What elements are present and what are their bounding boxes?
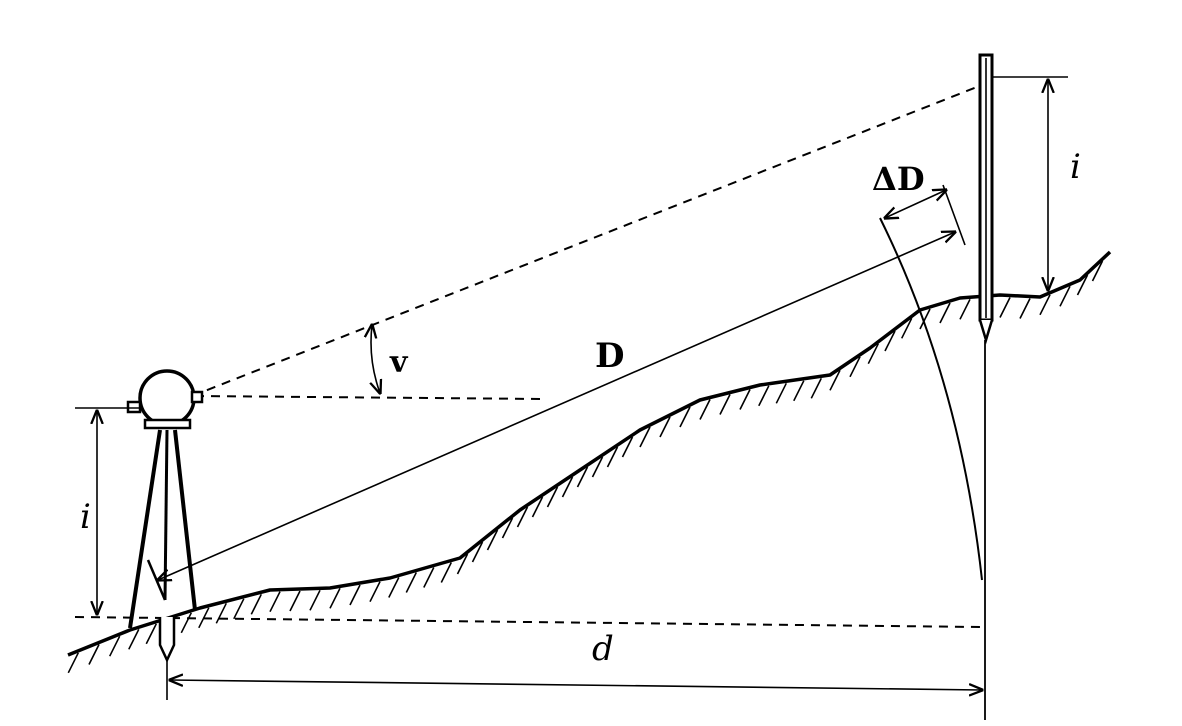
hatch-mark [1059,285,1071,307]
hatch-mark [108,635,121,657]
hatch-mark [1091,260,1104,282]
hatch-mark [775,382,788,404]
hatch-mark [939,302,951,324]
hatch-mark [233,598,245,620]
hatch-mark [269,591,281,613]
swing-arc [879,217,983,581]
horizontal-distance-dimension [170,680,982,690]
target-rod-icon [978,53,994,345]
hatch-mark [793,380,805,402]
hatch-mark [999,297,1011,318]
hatch-mark [349,584,361,606]
delta-d-label: ΔD [872,160,925,198]
hatch-mark [719,394,731,415]
ground-profile [67,250,1112,657]
delta-d-dimension [885,190,946,218]
line-of-sight [191,84,983,397]
hatch-mark [369,581,381,603]
hatch-mark [289,590,301,612]
instrument-height-label: i [80,497,91,537]
hatch-mark [67,652,80,674]
slope-distance-line [158,232,955,580]
station-marker [158,617,176,663]
hatch-mark [250,593,263,615]
hatch-mark [423,567,435,588]
hatch-mark [1076,274,1089,296]
vertical-angle-arc [371,325,380,393]
hatch-mark [959,298,971,320]
hatch-mark [180,612,193,634]
hatch-mark [810,377,823,399]
horizontal-distance-label: d [592,629,614,669]
hatch-mark [699,399,711,420]
hatch-mark [440,562,453,583]
hatch-mark [1039,294,1051,316]
hatch-mark [1019,298,1031,319]
target-height-label: i [1070,147,1081,187]
instrument-horizontal-line [194,395,546,400]
hatch-mark [388,577,400,598]
slope-distance-label: D [595,336,624,376]
ground-level-line [74,616,981,628]
hatch-mark [758,385,770,407]
hatch-mark [309,589,321,611]
hatch-mark [405,572,418,593]
hatch-mark [145,623,158,645]
vertical-angle-label: v [389,345,409,380]
hatch-mark [739,389,751,410]
hatch-mark [329,587,341,609]
hatch-mark [128,628,140,650]
hatch-mark [215,602,228,624]
theodolite-icon [126,369,204,629]
hatch-mark [88,644,100,665]
